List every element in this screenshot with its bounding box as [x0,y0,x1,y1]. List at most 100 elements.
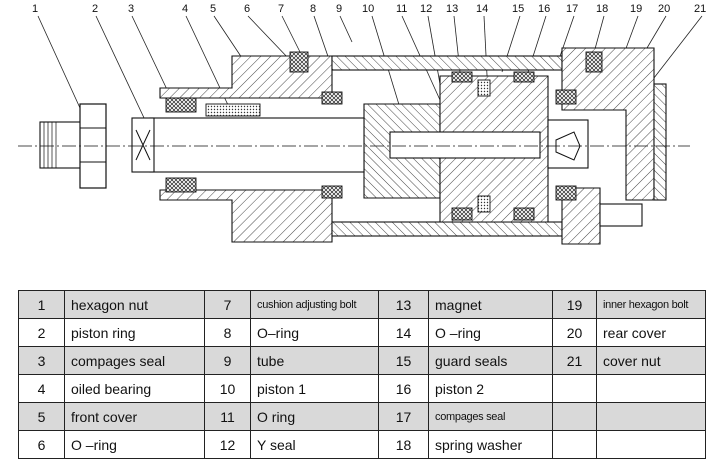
part-name: oiled bearing [64,374,205,403]
part-number: 2 [18,318,65,347]
part-name [596,402,706,431]
callout-3: 3 [128,3,134,15]
parts-row: 4 oiled bearing 10 piston 1 16 piston 2 [18,374,706,403]
cylinder-cross-section: 1 2 3 4 5 6 7 8 9 10 11 12 13 14 15 16 1… [18,3,706,245]
part-name: piston ring [64,318,205,347]
parts-row: 6 O –ring 12 Y seal 18 spring washer [18,430,706,459]
part-number: 5 [18,402,65,431]
part-number: 8 [204,318,251,347]
part-number: 9 [204,346,251,375]
callout-1: 1 [32,3,38,15]
part-name: compages seal [428,402,553,431]
part-name [596,430,706,459]
callout-11: 11 [396,3,407,15]
o-ring-6 [289,51,309,73]
part-number: 19 [552,290,597,319]
guard-seal-top [451,71,473,83]
rear-cover [561,47,655,201]
part-number: 13 [378,290,429,319]
parts-row: 3 compages seal 9 tube 15 guard seals 21… [18,346,706,375]
callout-20: 20 [658,3,670,15]
part-name: cover nut [596,346,706,375]
compages-seal-lower [165,177,197,193]
part-name: tube [250,346,379,375]
part-number: 1 [18,290,65,319]
callout-14: 14 [476,3,488,15]
part-name: Y seal [250,430,379,459]
part-number: 18 [378,430,429,459]
part-number: 6 [18,430,65,459]
part-name: O –ring [64,430,205,459]
tube-bottom [331,221,563,237]
part-number: 7 [204,290,251,319]
callout-numbers: 1 2 3 4 5 6 7 8 9 10 11 12 13 14 15 16 1… [32,3,706,15]
callout-12: 12 [420,3,432,15]
guard-seal-top-2 [513,71,535,83]
callout-17: 17 [566,3,578,15]
part-name: inner hexagon bolt [596,290,706,319]
parts-row: 1 hexagon nut 7 cushion adjusting bolt 1… [18,290,706,319]
tube-top [331,55,563,71]
part-name: O–ring [250,318,379,347]
part-number [552,430,597,459]
callout-7: 7 [278,3,284,15]
part-name: hexagon nut [64,290,205,319]
parts-row: 2 piston ring 8 O–ring 14 O –ring 20 rea… [18,318,706,347]
magnet-lower [477,195,491,213]
callout-15: 15 [512,3,524,15]
threaded-rod-end [39,121,83,169]
part-number: 17 [378,402,429,431]
part-name: compages seal [64,346,205,375]
guard-seal-bottom-2 [513,207,535,221]
oiled-bearing [205,103,261,117]
o-ring-8 [321,91,343,105]
compages-seal [165,97,197,113]
spring-washer [585,51,603,73]
part-number: 15 [378,346,429,375]
part-number: 4 [18,374,65,403]
part-name: O –ring [428,318,553,347]
o-ring-8-lower [321,185,343,199]
callout-5: 5 [210,3,216,15]
part-name: O ring [250,402,379,431]
parts-list-table: 1 hexagon nut 7 cushion adjusting bolt 1… [18,290,706,459]
part-name [596,374,706,403]
piston-rod [149,117,365,173]
compages-seal-17-lower [555,185,577,201]
part-name: front cover [64,402,205,431]
callout-4: 4 [182,3,188,15]
cover-nut [653,83,667,201]
part-name: magnet [428,290,553,319]
callout-6: 6 [244,3,250,15]
part-number [552,374,597,403]
compages-seal-17 [555,89,577,105]
callout-19: 19 [630,3,642,15]
rear-cover-lower [561,187,601,245]
seals [165,51,603,221]
center-bolt [389,131,541,159]
part-number: 21 [552,346,597,375]
part-name: piston 1 [250,374,379,403]
part-name: rear cover [596,318,706,347]
part-number: 3 [18,346,65,375]
cushion-bolt-rear [599,203,643,227]
callout-18: 18 [596,3,608,15]
callout-2: 2 [92,3,98,15]
part-number [552,402,597,431]
callout-13: 13 [446,3,458,15]
callout-9: 9 [336,3,342,15]
part-number: 20 [552,318,597,347]
part-number: 10 [204,374,251,403]
parts-row: 5 front cover 11 O ring 17 compages seal [18,402,706,431]
callout-21: 21 [694,3,706,15]
callout-8: 8 [310,3,316,15]
part-number: 14 [378,318,429,347]
guard-seal-bottom [451,207,473,221]
part-number: 11 [204,402,251,431]
part-name: guard seals [428,346,553,375]
callout-10: 10 [362,3,374,15]
front-cover-lower [159,189,333,243]
magnet [477,79,491,97]
part-name: spring washer [428,430,553,459]
part-number: 16 [378,374,429,403]
